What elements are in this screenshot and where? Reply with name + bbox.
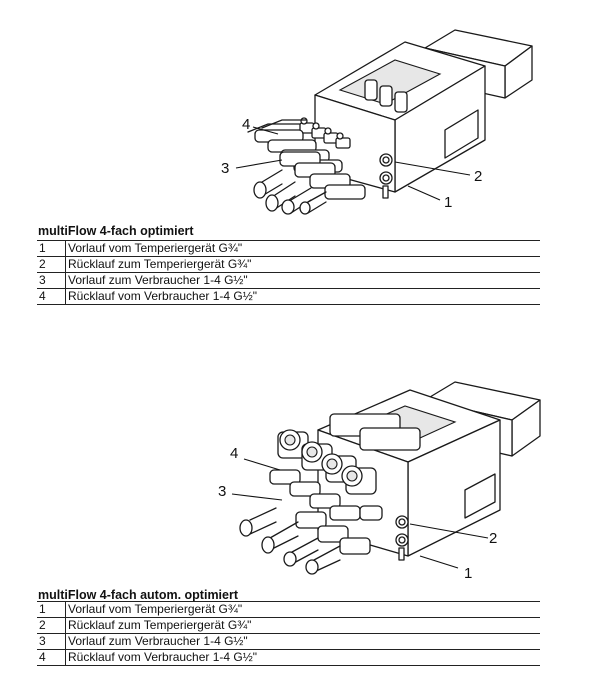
table-row: 3 Vorlauf zum Verbraucher 1-4 G½" — [37, 272, 540, 289]
callout-2: 2 — [474, 168, 483, 185]
section-multiflow-optimiert: 4 3 2 1 multiFlow 4-fach optimiert 1 Vor… — [0, 0, 600, 320]
callout-4: 4 — [230, 445, 239, 462]
callout-3: 3 — [221, 160, 230, 177]
legend-table: 1 Vorlauf vom Temperiergerät G¾" 2 Rückl… — [37, 240, 540, 305]
legend-table: 1 Vorlauf vom Temperiergerät G¾" 2 Rückl… — [37, 601, 540, 666]
row-number: 3 — [37, 272, 66, 289]
table-row: 3 Vorlauf zum Verbraucher 1-4 G½" — [37, 633, 540, 650]
table-row: 1 Vorlauf vom Temperiergerät G¾" — [37, 601, 540, 618]
row-number: 4 — [37, 288, 66, 305]
row-text: Rücklauf zum Temperiergerät G¾" — [68, 257, 252, 271]
row-text: Vorlauf zum Verbraucher 1-4 G½" — [68, 634, 248, 648]
row-text: Rücklauf vom Verbraucher 1-4 G½" — [68, 650, 258, 664]
table-row: 4 Rücklauf vom Verbraucher 1-4 G½" — [37, 649, 540, 666]
row-number: 3 — [37, 633, 66, 650]
row-text: Vorlauf vom Temperiergerät G¾" — [68, 241, 243, 255]
device-drawing-2 — [231, 381, 541, 575]
section-multiflow-autom-optimiert: 4 3 2 1 multiFlow 4-fach autom. optimier… — [0, 370, 600, 678]
row-number: 1 — [37, 240, 66, 257]
row-text: Vorlauf zum Verbraucher 1-4 G½" — [68, 273, 248, 287]
callout-3: 3 — [218, 483, 227, 500]
device-drawing-1 — [235, 29, 533, 215]
table-row: 2 Rücklauf zum Temperiergerät G¾" — [37, 256, 540, 273]
row-text: Rücklauf zum Temperiergerät G¾" — [68, 618, 252, 632]
row-text: Rücklauf vom Verbraucher 1-4 G½" — [68, 289, 258, 303]
callout-4: 4 — [242, 116, 251, 133]
callout-2: 2 — [489, 530, 498, 547]
table-row: 2 Rücklauf zum Temperiergerät G¾" — [37, 617, 540, 634]
table-title: multiFlow 4-fach autom. optimiert — [38, 588, 239, 602]
table-row: 4 Rücklauf vom Verbraucher 1-4 G½" — [37, 288, 540, 305]
callout-1: 1 — [464, 565, 473, 582]
row-text: Vorlauf vom Temperiergerät G¾" — [68, 602, 243, 616]
callout-1: 1 — [444, 194, 453, 211]
row-number: 4 — [37, 649, 66, 666]
row-number: 2 — [37, 256, 66, 273]
table-title: multiFlow 4-fach optimiert — [38, 224, 194, 238]
row-number: 2 — [37, 617, 66, 634]
row-number: 1 — [37, 601, 66, 618]
table-row: 1 Vorlauf vom Temperiergerät G¾" — [37, 240, 540, 257]
